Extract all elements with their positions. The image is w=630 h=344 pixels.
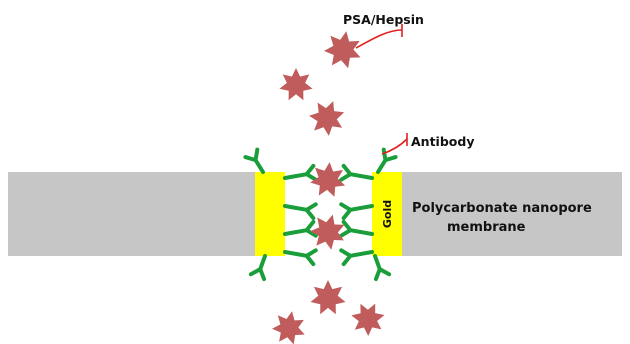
antibody-pore-right-3 bbox=[339, 219, 374, 238]
analyte-star-4 bbox=[310, 162, 346, 197]
analyte-label: PSA/Hepsin bbox=[343, 12, 424, 27]
membrane-left-segment bbox=[8, 172, 256, 256]
antibody-pore-left-4 bbox=[283, 248, 318, 267]
analyte-star-3 bbox=[309, 101, 345, 136]
analyte-layer bbox=[272, 31, 385, 344]
analyte-star-2 bbox=[279, 68, 313, 101]
membrane-label-line1: Polycarbonate nanopore bbox=[412, 201, 592, 216]
gold-electrodes bbox=[255, 172, 402, 256]
antibody-pore-right-2 bbox=[339, 202, 374, 221]
gold-label: Gold bbox=[381, 200, 394, 228]
antibody-label: Antibody bbox=[411, 134, 474, 149]
analyte-star-1 bbox=[324, 31, 361, 69]
membrane-right-segment bbox=[400, 172, 622, 256]
antibody-pore-left-2 bbox=[283, 202, 318, 221]
analyte-star-5 bbox=[310, 214, 345, 250]
membrane bbox=[8, 172, 622, 256]
analyte-star-8 bbox=[272, 311, 305, 344]
analyte-star-7 bbox=[351, 303, 385, 336]
antibody-bottom-left bbox=[248, 254, 267, 282]
analyte-star-6 bbox=[310, 280, 346, 315]
gold-electrode-right bbox=[372, 172, 402, 256]
analyte-leader-line bbox=[355, 29, 403, 49]
antibody-pore-left-1 bbox=[283, 163, 318, 182]
antibody-pore-right-1 bbox=[339, 163, 374, 182]
antibody-pore-right-4 bbox=[339, 248, 374, 267]
gold-electrode-left bbox=[255, 172, 285, 256]
antibody-leader-line bbox=[381, 138, 408, 155]
antibody-top-left bbox=[243, 147, 265, 174]
membrane-label-line2: membrane bbox=[447, 220, 526, 235]
antibody-bottom-right bbox=[373, 254, 392, 282]
antibody-pore-left-3 bbox=[283, 219, 318, 238]
antibody-layer bbox=[243, 147, 398, 282]
antibody-top-right bbox=[376, 147, 398, 174]
